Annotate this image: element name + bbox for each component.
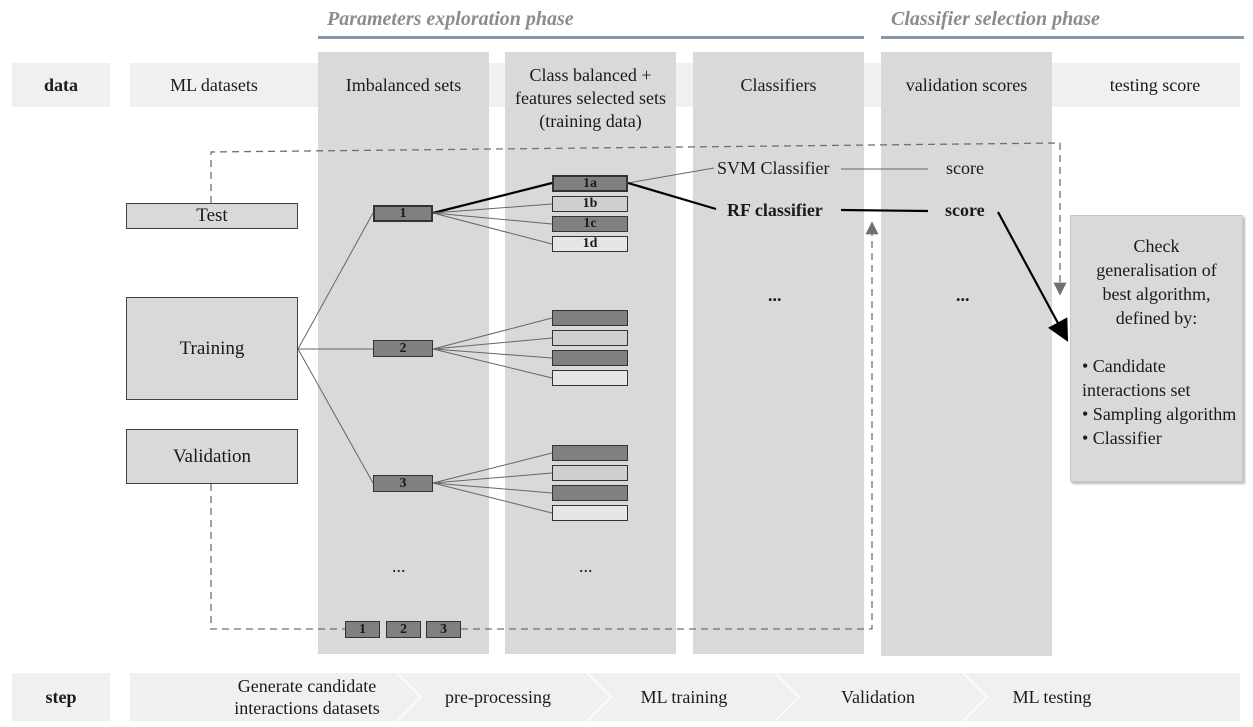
balanced-set-2-a: [552, 310, 628, 326]
imbalanced-set-2: 2: [373, 340, 433, 357]
balanced-set-1b: 1b: [552, 196, 628, 212]
bottom-set-2: 2: [386, 621, 421, 638]
phase-line-selection: [881, 36, 1244, 39]
step-generate-datasets: Generate candidate interactions datasets: [234, 676, 380, 718]
balanced-ellipsis: ...: [579, 556, 593, 576]
header-testing-score: testing score: [1109, 74, 1201, 95]
bottom-set-1: 1: [345, 621, 380, 638]
validation-dashed-path-2: [461, 221, 879, 630]
imbalanced-set-3: 3: [373, 475, 433, 492]
scores-ellipsis: ...: [956, 285, 970, 305]
rf-classifier-label: RF classifier: [727, 200, 823, 220]
bullet-sampling: • Sampling algorithm: [1082, 404, 1237, 424]
split-test: Test: [126, 203, 298, 229]
classifiers-ellipsis: ...: [768, 285, 782, 305]
balanced-set-2-b: [552, 330, 628, 346]
split-validation: Validation: [126, 429, 298, 484]
balanced-set-2-c: [552, 350, 628, 366]
check-generalisation-box: Check generalisation of best algorithm, …: [1070, 215, 1243, 482]
phase-title-exploration: Parameters exploration phase: [327, 8, 574, 30]
column-validation-scores: [881, 52, 1052, 656]
header-validation-scores: validation scores: [905, 74, 1028, 95]
imbalanced-set-1: 1: [373, 205, 433, 222]
balanced-set-1d: 1d: [552, 236, 628, 252]
bottom-set-3: 3: [426, 621, 461, 638]
balanced-set-1c: 1c: [552, 216, 628, 232]
bullet-classifier: • Classifier: [1082, 428, 1162, 448]
test-dashed-path: [210, 142, 1067, 296]
split-training: Training: [126, 297, 298, 400]
check-heading: Check generalisation of best algorithm, …: [1096, 236, 1217, 328]
balanced-set-1a: 1a: [552, 175, 628, 192]
phase-line-exploration: [318, 36, 864, 39]
step-row-label: step: [12, 673, 110, 721]
header-ml-datasets: ML datasets: [170, 74, 258, 95]
balanced-set-3-b: [552, 465, 628, 481]
balanced-set-3-d: [552, 505, 628, 521]
step-validation: Validation: [841, 687, 915, 707]
data-row-label: data: [12, 63, 110, 107]
bullet-candidate-set: • Candidate interactions set: [1082, 356, 1191, 400]
balanced-set-2-d: [552, 370, 628, 386]
balanced-set-3-a: [552, 445, 628, 461]
data-row-band: [130, 63, 1240, 107]
header-classifiers: Classifiers: [740, 74, 817, 95]
svm-classifier-label: SVM Classifier: [717, 158, 830, 178]
header-balanced-sets: Class balanced + features selected sets …: [515, 64, 666, 131]
rf-score-label: score: [945, 200, 985, 220]
step-ml-training: ML training: [640, 687, 728, 707]
check-bullets: • Candidate interactions set • Sampling …: [1071, 354, 1242, 450]
balanced-set-3-c: [552, 485, 628, 501]
header-imbalanced-sets: Imbalanced sets: [345, 74, 462, 95]
column-classifiers: [693, 52, 864, 654]
validation-dashed-path: [210, 484, 345, 630]
step-ml-testing: ML testing: [1012, 687, 1092, 707]
step-preprocessing: pre-processing: [445, 687, 551, 707]
phase-title-selection: Classifier selection phase: [891, 8, 1100, 30]
imbalanced-ellipsis: ...: [392, 556, 406, 576]
svm-score-label: score: [946, 158, 984, 178]
